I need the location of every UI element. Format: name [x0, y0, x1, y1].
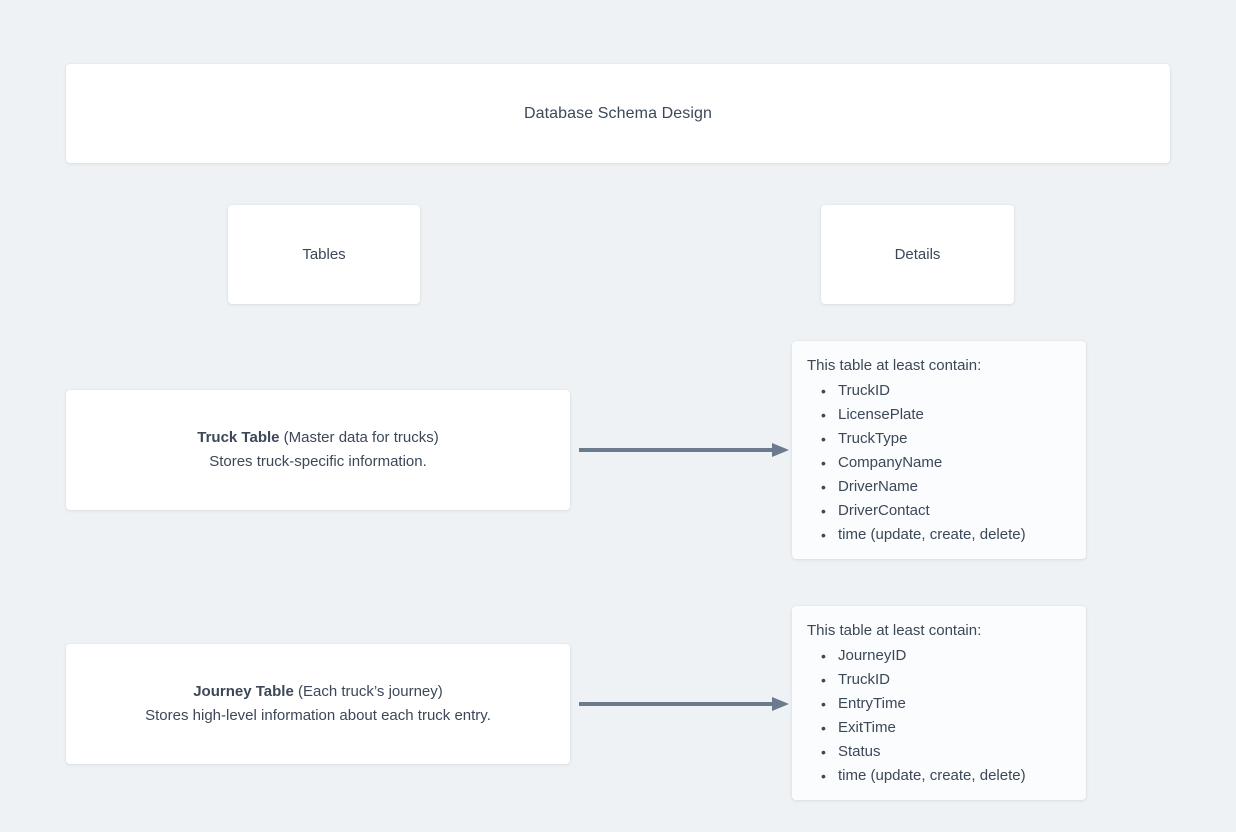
- table-card-journey-qualifier: (Each truck’s journey): [293, 683, 443, 700]
- details-card-journey: This table at least contain: JourneyID T…: [792, 606, 1086, 800]
- column-header-tables: Tables: [228, 205, 420, 304]
- table-card-truck-description: Stores truck-specific information.: [209, 453, 427, 470]
- column-header-details: Details: [821, 205, 1014, 304]
- arrow-journey-to-details: [579, 697, 789, 711]
- list-item: Status: [821, 740, 1070, 764]
- list-item: DriverContact: [821, 499, 1070, 523]
- page-title: Database Schema Design: [523, 104, 713, 122]
- list-item: ExitTime: [821, 716, 1070, 740]
- list-item: TruckType: [821, 427, 1070, 451]
- details-truck-field-list: TruckID LicensePlate TruckType CompanyNa…: [804, 379, 1070, 547]
- table-card-truck-body: Truck Table (Master data for trucks) Sto…: [197, 426, 438, 474]
- table-card-journey-name: Journey Table: [193, 683, 294, 700]
- table-card-truck-qualifier: (Master data for trucks): [279, 429, 439, 446]
- list-item: JourneyID: [821, 644, 1070, 668]
- list-item: CompanyName: [821, 451, 1070, 475]
- list-item: DriverName: [821, 475, 1070, 499]
- list-item: time (update, create, delete): [821, 523, 1070, 547]
- column-header-details-label: Details: [894, 246, 941, 263]
- table-card-journey-title-line: Journey Table (Each truck’s journey): [145, 680, 491, 704]
- list-item: EntryTime: [821, 692, 1070, 716]
- list-item: TruckID: [821, 379, 1070, 403]
- details-journey-field-list: JourneyID TruckID EntryTime ExitTime Sta…: [804, 644, 1070, 788]
- column-header-tables-label: Tables: [302, 246, 346, 263]
- list-item: LicensePlate: [821, 403, 1070, 427]
- table-card-journey-description: Stores high-level information about each…: [145, 707, 491, 724]
- details-card-truck: This table at least contain: TruckID Lic…: [792, 341, 1086, 559]
- title-card: Database Schema Design: [66, 64, 1170, 163]
- table-card-truck-title-line: Truck Table (Master data for trucks): [197, 426, 438, 450]
- list-item: TruckID: [821, 668, 1070, 692]
- table-card-truck-name: Truck Table: [197, 429, 280, 446]
- details-truck-intro: This table at least contain:: [807, 357, 982, 374]
- table-card-truck: Truck Table (Master data for trucks) Sto…: [66, 390, 570, 510]
- details-journey-intro: This table at least contain:: [807, 622, 982, 639]
- list-item: time (update, create, delete): [821, 764, 1070, 788]
- arrow-truck-to-details: [579, 443, 789, 457]
- table-card-journey-body: Journey Table (Each truck’s journey) Sto…: [145, 680, 491, 728]
- table-card-journey: Journey Table (Each truck’s journey) Sto…: [66, 644, 570, 764]
